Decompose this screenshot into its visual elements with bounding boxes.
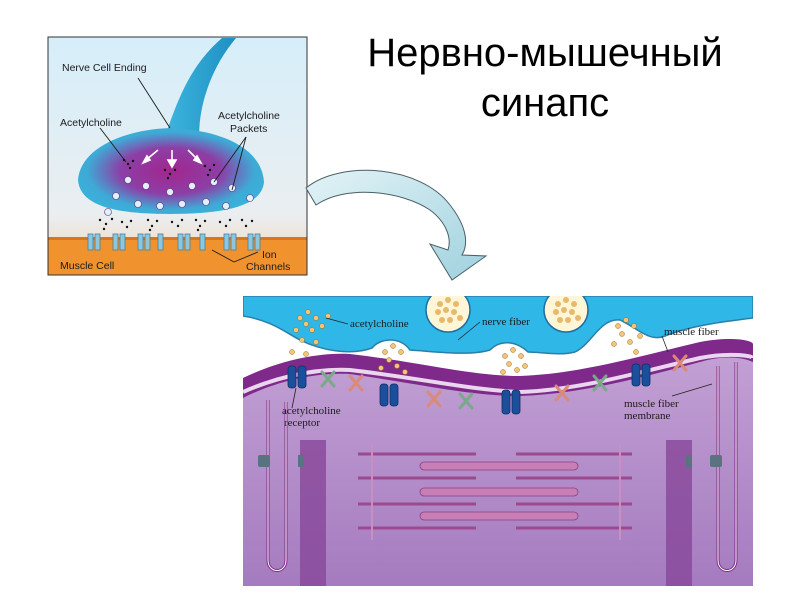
- label-acetylcholine: Acetylcholine: [60, 117, 122, 129]
- label-acetylcholine-packets-2: Packets: [230, 123, 267, 135]
- bottom-label-leaders: [291, 317, 713, 409]
- label-muscle-fiber-membrane-2: membrane: [624, 410, 671, 422]
- transition-arrow: [305, 169, 488, 281]
- acetylcholine-molecules: [98, 158, 254, 232]
- bottom-panel: acetylcholine nerve fiber muscle fiber a…: [243, 296, 753, 586]
- t-tubules: [258, 362, 738, 586]
- label-nerve-cell-ending: Nerve Cell Ending: [62, 62, 147, 74]
- title-line-1: Нервно-мышечный: [367, 31, 723, 75]
- acetylcholine-packets: [104, 176, 254, 216]
- acetylcholine-clusters: [289, 309, 643, 375]
- label-muscle-fiber-membrane-1: muscle fiber: [624, 398, 679, 410]
- other-membrane-channels: [320, 354, 688, 410]
- ion-channels: [87, 233, 261, 251]
- label-acetylcholine-receptor-1: acetylcholine: [282, 405, 341, 417]
- label-ion-channels-2: Channels: [246, 261, 290, 273]
- label-acetylcholine-receptor-2: receptor: [284, 417, 320, 429]
- title-line-2: синапс: [480, 81, 610, 125]
- label-acetylcholine-bottom: acetylcholine: [350, 318, 409, 330]
- label-leaders: [99, 77, 259, 263]
- slide-title: Нервно-мышечный синапс: [330, 28, 760, 128]
- label-muscle-fiber: muscle fiber: [664, 326, 719, 338]
- top-panel-frame: [47, 36, 308, 276]
- nerve-axon: [160, 38, 236, 150]
- label-nerve-fiber: nerve fiber: [482, 316, 530, 328]
- nerve-fiber: [243, 296, 753, 355]
- nerve-cell-ending: [78, 128, 264, 214]
- acetylcholine-receptors: [287, 363, 651, 415]
- label-acetylcholine-packets-1: Acetylcholine: [218, 110, 280, 122]
- release-arrows: [141, 149, 203, 169]
- synaptic-vesicles: [425, 296, 589, 333]
- top-panel: Nerve Cell Ending Acetylcholine Acetylch…: [47, 36, 308, 276]
- label-muscle-cell: Muscle Cell: [60, 260, 114, 272]
- myofibrils: [358, 444, 632, 540]
- label-ion-channels-1: Ion: [262, 249, 277, 261]
